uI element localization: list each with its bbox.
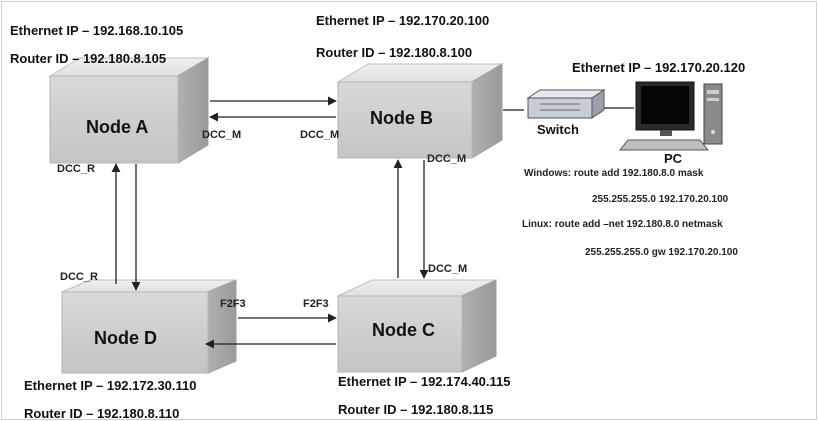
link-label-b-to-c-top: DCC_M bbox=[427, 153, 467, 165]
node-a-box bbox=[48, 57, 210, 164]
link-label-a-to-d: DCC_R bbox=[60, 271, 98, 283]
node-c-box bbox=[337, 279, 497, 373]
node-c-router-id: Router ID – 192.180.8.115 bbox=[338, 402, 494, 417]
windows-route-command-line2: 255.255.255.0 192.170.20.100 bbox=[592, 194, 729, 205]
node-a-name: Node A bbox=[86, 117, 149, 137]
pc-label: PC bbox=[664, 151, 683, 166]
linux-route-command-line1: Linux: route add –net 192.180.8.0 netmas… bbox=[522, 219, 723, 230]
link-label-d-to-a: DCC_R bbox=[57, 163, 95, 175]
linux-route-command-line2: 255.255.255.0 gw 192.170.20.100 bbox=[585, 247, 738, 258]
pc-icon bbox=[618, 81, 723, 151]
link-label-b-to-a-left: DCC_M bbox=[202, 129, 242, 141]
node-b-box bbox=[336, 63, 504, 159]
node-b-ethernet-ip: Ethernet IP – 192.170.20.100 bbox=[316, 13, 490, 28]
link-label-c-to-b-bottom: DCC_M bbox=[428, 263, 468, 275]
pc-ethernet-ip: Ethernet IP – 192.170.20.120 bbox=[572, 60, 746, 75]
node-a-ethernet-ip: Ethernet IP – 192.168.10.105 bbox=[10, 23, 184, 38]
link-label-a-to-b-right: DCC_M bbox=[300, 129, 340, 141]
node-c-name: Node C bbox=[372, 320, 435, 340]
node-b-name: Node B bbox=[370, 108, 433, 128]
node-c-ethernet-ip: Ethernet IP – 192.174.40.115 bbox=[338, 374, 511, 389]
switch-icon bbox=[526, 89, 606, 119]
link-label-c-to-d: F2F3 bbox=[303, 298, 329, 310]
node-a-router-id: Router ID – 192.180.8.105 bbox=[10, 51, 167, 66]
windows-route-command-line1: Windows: route add 192.180.8.0 mask bbox=[524, 168, 704, 179]
node-b-router-id: Router ID – 192.180.8.100 bbox=[316, 45, 473, 60]
switch-label: Switch bbox=[537, 122, 579, 137]
node-d-ethernet-ip: Ethernet IP – 192.172.30.110 bbox=[24, 378, 197, 393]
link-label-d-to-c: F2F3 bbox=[220, 298, 246, 310]
node-d-name: Node D bbox=[94, 328, 157, 348]
node-d-router-id: Router ID – 192.180.8.110 bbox=[24, 406, 180, 421]
node-d-box bbox=[61, 279, 237, 374]
